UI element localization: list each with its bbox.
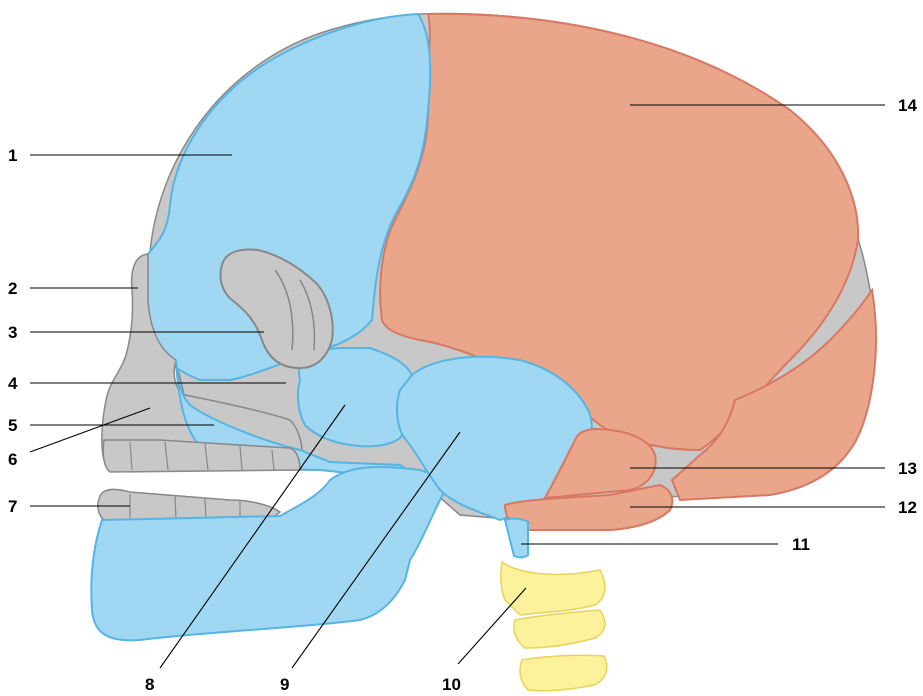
label-14: 14 — [898, 96, 917, 115]
label-1: 1 — [8, 146, 17, 165]
label-8: 8 — [145, 675, 154, 694]
label-12: 12 — [898, 498, 917, 517]
lower-teeth — [98, 489, 280, 520]
label-7: 7 — [8, 497, 17, 516]
label-2: 2 — [8, 279, 17, 298]
label-9: 9 — [280, 675, 289, 694]
label-13: 13 — [898, 459, 917, 478]
label-4: 4 — [8, 374, 18, 393]
label-5: 5 — [8, 416, 17, 435]
label-10: 10 — [442, 675, 461, 694]
vertebra-1 — [501, 562, 605, 615]
label-3: 3 — [8, 323, 17, 342]
styloid-process — [505, 519, 528, 558]
label-11: 11 — [792, 535, 810, 554]
vertebra-3 — [520, 655, 607, 691]
vertebra-2 — [514, 610, 605, 648]
label-6: 6 — [8, 450, 17, 469]
